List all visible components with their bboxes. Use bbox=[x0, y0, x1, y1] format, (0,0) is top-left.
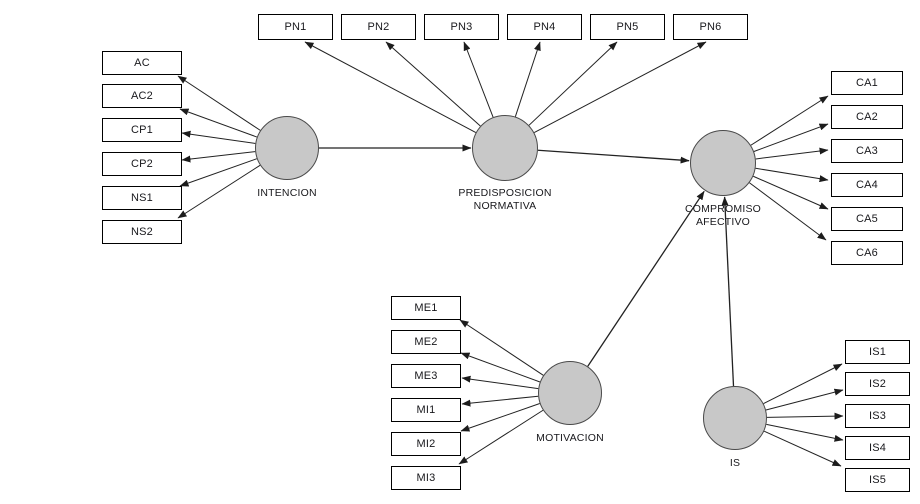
indicator-box-is1[interactable]: IS1 bbox=[845, 340, 910, 364]
indicator-label: ME2 bbox=[414, 336, 438, 348]
edge-compromiso_afectivo-to-ca4 bbox=[755, 167, 829, 183]
indicator-box-pn2[interactable]: PN2 bbox=[341, 14, 416, 40]
indicator-label: CA2 bbox=[856, 111, 878, 123]
edge-intencion-to-ac2 bbox=[179, 108, 258, 138]
indicator-label: CA5 bbox=[856, 213, 878, 225]
indicator-box-ac2[interactable]: AC2 bbox=[102, 84, 182, 108]
indicator-label: CA1 bbox=[856, 77, 878, 89]
indicator-box-ca2[interactable]: CA2 bbox=[831, 105, 903, 129]
indicator-label: CA4 bbox=[856, 179, 878, 191]
indicator-label: IS5 bbox=[868, 474, 887, 486]
latent-node-motivacion[interactable] bbox=[538, 361, 602, 425]
edge-motivacion-to-mi1 bbox=[461, 395, 539, 407]
latent-node-is[interactable] bbox=[703, 386, 767, 450]
indicator-box-ca3[interactable]: CA3 bbox=[831, 139, 903, 163]
latent-node-predisposicion_normativa[interactable] bbox=[472, 115, 538, 181]
indicator-box-me3[interactable]: ME3 bbox=[391, 364, 461, 388]
indicator-box-pn6[interactable]: PN6 bbox=[673, 14, 748, 40]
indicator-box-cp1[interactable]: CP1 bbox=[102, 118, 182, 142]
indicator-box-ca5[interactable]: CA5 bbox=[831, 207, 903, 231]
indicator-box-mi3[interactable]: MI3 bbox=[391, 466, 461, 490]
indicator-box-mi1[interactable]: MI1 bbox=[391, 398, 461, 422]
indicator-label: PN6 bbox=[699, 21, 722, 33]
indicator-label: MI3 bbox=[416, 472, 436, 484]
edge-motivacion-to-mi2 bbox=[460, 403, 540, 432]
latent-label-motivacion: MOTIVACION bbox=[536, 432, 604, 444]
edge-motivacion-to-me2 bbox=[460, 352, 541, 383]
indicator-label: AC2 bbox=[131, 90, 153, 102]
indicator-label: CA3 bbox=[856, 145, 878, 157]
indicator-label: ME1 bbox=[414, 302, 438, 314]
structural-edges bbox=[319, 144, 735, 387]
edge-predisposicion_normativa-to-pn3 bbox=[463, 41, 494, 118]
edge-is-to-is1 bbox=[763, 363, 843, 405]
indicator-label: IS4 bbox=[868, 442, 887, 454]
indicator-box-cp2[interactable]: CP2 bbox=[102, 152, 182, 176]
edge-intencion-to-ns1 bbox=[179, 158, 258, 187]
indicator-box-mi2[interactable]: MI2 bbox=[391, 432, 461, 456]
edge-compromiso_afectivo-to-ca3 bbox=[755, 147, 829, 160]
edge-intencion-to-cp1 bbox=[181, 130, 256, 144]
indicator-label: PN3 bbox=[450, 21, 473, 33]
indicator-label: CA6 bbox=[856, 247, 878, 259]
edge-motivacion-to-me3 bbox=[461, 375, 539, 390]
edge-compromiso_afectivo-to-ca2 bbox=[753, 123, 829, 152]
latent-label-intencion: INTENCION bbox=[257, 187, 317, 199]
indicator-label: CP2 bbox=[131, 158, 153, 170]
indicator-label: PN1 bbox=[284, 21, 307, 33]
edge-motivacion-to-me1 bbox=[459, 319, 544, 376]
edge-is-to-is3 bbox=[766, 412, 844, 420]
indicator-label: MI2 bbox=[416, 438, 436, 450]
edge-predisposicion_normativa-to-pn2 bbox=[385, 41, 481, 127]
latent-node-intencion[interactable] bbox=[255, 116, 319, 180]
edge-intencion-to-cp2 bbox=[181, 151, 256, 163]
indicator-label: IS2 bbox=[868, 378, 887, 390]
indicator-box-ac[interactable]: AC bbox=[102, 51, 182, 75]
indicator-box-is2[interactable]: IS2 bbox=[845, 372, 910, 396]
latent-label-predisposicion_normativa: PREDISPOSICION NORMATIVA bbox=[458, 187, 552, 212]
indicator-box-is4[interactable]: IS4 bbox=[845, 436, 910, 460]
path-predisposicion_normativa-to-compromiso_afectivo bbox=[537, 149, 690, 164]
edge-predisposicion_normativa-to-pn4 bbox=[514, 41, 541, 117]
edge-predisposicion_normativa-to-pn1 bbox=[304, 41, 477, 133]
indicator-box-pn1[interactable]: PN1 bbox=[258, 14, 333, 40]
indicator-label: PN4 bbox=[533, 21, 556, 33]
latent-label-compromiso_afectivo: COMPROMISO AFECTIVO bbox=[684, 203, 762, 228]
indicator-box-ca1[interactable]: CA1 bbox=[831, 71, 903, 95]
edge-is-to-is2 bbox=[765, 388, 844, 411]
indicator-label: NS2 bbox=[131, 226, 153, 238]
indicator-box-ca4[interactable]: CA4 bbox=[831, 173, 903, 197]
indicator-label: PN2 bbox=[367, 21, 390, 33]
indicator-box-ca6[interactable]: CA6 bbox=[831, 241, 903, 265]
indicator-box-pn4[interactable]: PN4 bbox=[507, 14, 582, 40]
indicator-label: PN5 bbox=[616, 21, 639, 33]
indicator-box-is5[interactable]: IS5 bbox=[845, 468, 910, 492]
indicator-label: AC bbox=[134, 57, 150, 69]
indicator-box-pn5[interactable]: PN5 bbox=[590, 14, 665, 40]
indicator-label: NS1 bbox=[131, 192, 153, 204]
indicator-box-is3[interactable]: IS3 bbox=[845, 404, 910, 428]
indicator-label: ME3 bbox=[414, 370, 438, 382]
indicator-label: MI1 bbox=[416, 404, 436, 416]
indicator-box-me2[interactable]: ME2 bbox=[391, 330, 461, 354]
latent-node-compromiso_afectivo[interactable] bbox=[690, 130, 756, 196]
edge-intencion-to-ac bbox=[177, 75, 261, 131]
indicator-label: IS3 bbox=[868, 410, 887, 422]
latent-label-is: IS bbox=[729, 457, 741, 469]
indicator-box-me1[interactable]: ME1 bbox=[391, 296, 461, 320]
edge-predisposicion_normativa-to-pn5 bbox=[528, 41, 618, 126]
edge-compromiso_afectivo-to-ca1 bbox=[750, 95, 829, 146]
indicator-box-ns1[interactable]: NS1 bbox=[102, 186, 182, 210]
indicator-box-ns2[interactable]: NS2 bbox=[102, 220, 182, 244]
indicator-label: CP1 bbox=[131, 124, 153, 136]
indicator-box-pn3[interactable]: PN3 bbox=[424, 14, 499, 40]
edge-predisposicion_normativa-to-pn6 bbox=[533, 41, 707, 134]
edge-is-to-is4 bbox=[766, 423, 844, 442]
indicator-label: IS1 bbox=[868, 346, 887, 358]
